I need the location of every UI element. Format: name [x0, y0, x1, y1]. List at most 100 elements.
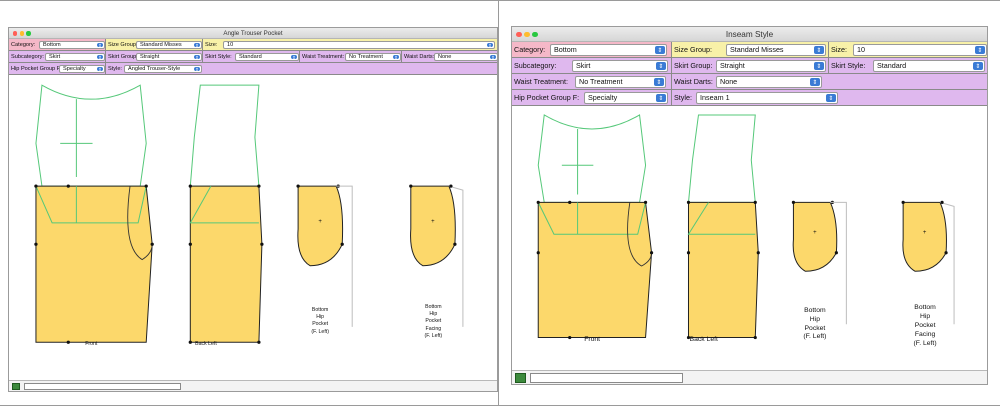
select-size-group[interactable]: Standard Misses⇕ [136, 41, 202, 49]
facing-grain-mark: + [923, 230, 927, 236]
back-skirt-piece [189, 185, 263, 343]
select-value: Bottom [43, 42, 61, 48]
param-cell-skirt-group: Skirt Group:Straight⇕ [106, 51, 203, 62]
front-bodice-outline [537, 114, 647, 203]
front-point [649, 251, 654, 255]
param-cell-category: Category:Bottom⇕ [512, 42, 672, 57]
select-skirt-group[interactable]: Straight ⇕ [716, 60, 826, 72]
select-value: No Treatment [579, 77, 623, 86]
close-button[interactable] [13, 31, 18, 36]
param-cell-category: Category:Bottom⇕ [9, 39, 106, 50]
chevron-updown-icon: ⇕ [975, 46, 985, 54]
chevron-updown-icon: ⇕ [656, 94, 666, 102]
select-hip-pocket-group-f[interactable]: Specialty ⇕ [59, 65, 105, 73]
param-cell-hip-pocket-group-f: Hip Pocket Group F:Specialty⇕ [512, 90, 672, 105]
status-bar [9, 380, 497, 391]
horizontal-scrollbar[interactable] [24, 383, 181, 390]
title-bar[interactable]: Angle Trouser Pocket [9, 28, 497, 39]
front-bodice-grainline [561, 128, 594, 195]
param-cell-skirt-group: Skirt Group:Straight⇕ [672, 58, 829, 73]
pocket-point [296, 184, 300, 188]
select-waist-darts[interactable]: None⇕ [434, 53, 497, 61]
select-value: Standard [877, 61, 907, 70]
title-bar[interactable]: Inseam Style [512, 27, 987, 42]
front-skirt-piece [35, 185, 153, 343]
zoom-stepper[interactable] [12, 383, 20, 390]
param-label-size: Size: [831, 45, 847, 54]
select-waist-treatment[interactable]: No Treatment⇕ [345, 53, 401, 61]
zoom-button[interactable] [532, 31, 538, 38]
param-label-waist-darts: Waist Darts: [404, 54, 435, 60]
front-point [568, 200, 572, 204]
select-subcategory[interactable]: Skirt ⇕ [45, 53, 105, 61]
chevron-updown-icon: ⇕ [654, 78, 664, 86]
back-point [257, 340, 261, 344]
chevron-updown-icon: ⇕ [291, 55, 297, 60]
frame-top-border [0, 0, 1000, 1]
pocket-point [791, 200, 796, 204]
caption-hip-pocket: Bottom Hip Pocket (F. Left) [311, 307, 329, 335]
minimize-button[interactable] [524, 31, 530, 38]
select-hip-pocket-group-f[interactable]: Specialty⇕ [584, 92, 668, 104]
close-button[interactable] [516, 31, 522, 38]
select-category[interactable]: Bottom⇕ [39, 41, 105, 49]
chevron-updown-icon: ⇕ [814, 62, 824, 70]
select-style[interactable]: Angled Trouser-Style⇕ [124, 65, 202, 73]
select-value: Specialty [63, 66, 86, 72]
select-style[interactable]: Inseam 1⇕ [696, 92, 838, 104]
chevron-updown-icon: ⇕ [97, 67, 103, 72]
caption-front: Front [85, 340, 98, 347]
select-value: Standard Misses [730, 45, 784, 54]
select-waist-darts[interactable]: None⇕ [716, 76, 822, 88]
select-skirt-style[interactable]: Standard⇕ [235, 53, 299, 61]
back-point [686, 335, 691, 340]
facing-point [409, 184, 413, 188]
pattern-canvas[interactable]: ++ [512, 107, 987, 372]
select-subcategory[interactable]: Skirt⇕ [572, 60, 668, 72]
zoom-button[interactable] [26, 31, 31, 36]
select-value: 10 [857, 45, 865, 54]
minimize-button[interactable] [19, 31, 24, 36]
caption-hip-pocket-facing: Bottom Hip Pocket Facing (F. Left) [913, 304, 937, 347]
select-value: Straight [140, 54, 160, 60]
param-cell-waist-treatment: Waist Treatment:No Treatment⇕ [512, 74, 672, 89]
select-waist-treatment[interactable]: No Treatment ⇕ [575, 76, 666, 88]
zoom-stepper[interactable] [515, 373, 526, 383]
back-point [753, 200, 757, 204]
chevron-updown-icon: ⇕ [97, 55, 103, 60]
select-value: Angled Trouser-Style [128, 66, 181, 72]
param-label-waist-treatment: Waist Treatment: [302, 54, 345, 60]
pattern-canvas[interactable]: ++ [9, 76, 497, 382]
select-value: No Treatment [349, 54, 383, 60]
param-label-style: Style: [674, 93, 692, 102]
back-point [260, 242, 264, 246]
param-cell-style: Style:Angled Trouser-Style⇕ [106, 63, 497, 74]
pocket-point [340, 242, 344, 246]
param-cell-subcategory: Subcategory:Skirt⇕ [512, 58, 672, 73]
select-value: Straight [720, 61, 745, 70]
back-point [686, 200, 691, 204]
select-size[interactable]: 10 ⇕ [853, 44, 987, 56]
back-bodice-outline [687, 114, 756, 203]
chevron-updown-icon: ⇕ [814, 46, 824, 54]
front-point [568, 335, 572, 340]
horizontal-scrollbar[interactable] [530, 373, 683, 383]
pocket-grain-mark: + [813, 230, 817, 236]
status-bar [512, 370, 987, 384]
param-cell-waist-treatment: Waist Treatment:No Treatment⇕ [300, 51, 402, 62]
window-title: Inseam Style [725, 30, 774, 39]
select-size-group[interactable]: Standard Misses ⇕ [726, 44, 826, 56]
select-category[interactable]: Bottom⇕ [550, 44, 667, 56]
select-skirt-group[interactable]: Straight⇕ [136, 53, 202, 61]
front-pocket-opening [627, 202, 653, 267]
select-size[interactable]: 10⇕ [223, 41, 495, 49]
select-skirt-style[interactable]: Standard⇕ [873, 60, 985, 72]
pocket-guide-line [336, 185, 353, 327]
back-point [188, 340, 192, 344]
chevron-updown-icon: ⇕ [487, 43, 493, 48]
back-point [756, 251, 760, 255]
window-title: Angle Trouser Pocket [223, 30, 283, 37]
select-value: Skirt [49, 54, 61, 60]
